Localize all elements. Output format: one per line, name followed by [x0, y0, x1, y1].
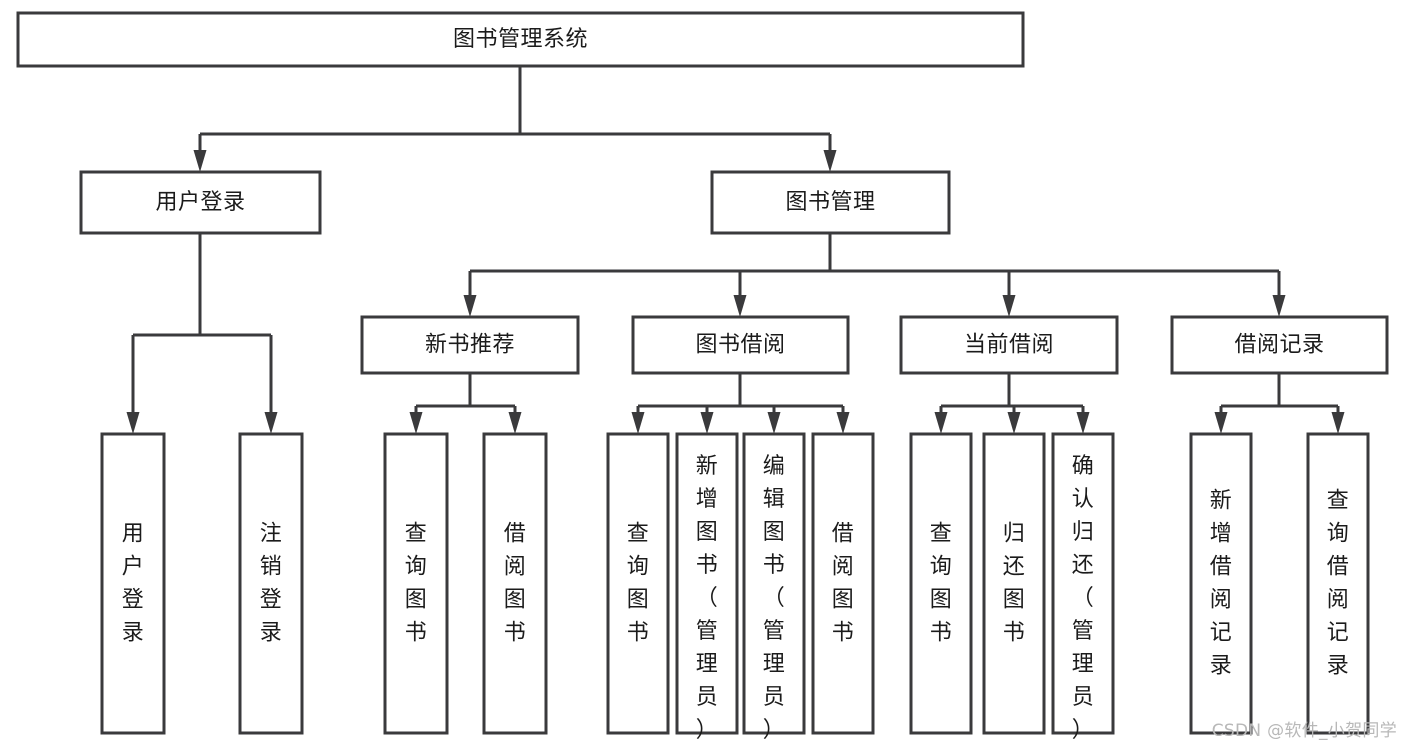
connector-bookmanage-to-level2	[463, 233, 1286, 317]
node-book-manage[interactable]: 图书管理	[710, 170, 951, 235]
node-leaf-query-book-3[interactable]: 查询图书	[909, 432, 973, 735]
node-label: 图书管理	[785, 190, 875, 215]
connector-newbookrec-to-leaves	[409, 373, 522, 434]
node-label: 借阅图书	[504, 522, 527, 646]
node-label: 图书管理系统	[453, 27, 588, 52]
node-leaf-edit-book[interactable]: 编辑图书（管理员）	[742, 432, 806, 743]
node-leaf-user-login[interactable]: 用户登录	[100, 432, 166, 735]
node-label: 确认归还（管理员）	[1072, 454, 1095, 743]
node-root[interactable]: 图书管理系统	[16, 11, 1025, 68]
connector-bookborrow-to-leaves	[631, 373, 850, 434]
node-user-login[interactable]: 用户登录	[79, 170, 322, 235]
node-current-borrow[interactable]: 当前借阅	[899, 315, 1119, 375]
node-label: 查询借阅记录	[1327, 489, 1350, 679]
node-borrow-record[interactable]: 借阅记录	[1170, 315, 1389, 375]
node-book-borrow[interactable]: 图书借阅	[631, 315, 850, 375]
nodes-layer: 图书管理系统用户登录图书管理新书推荐图书借阅当前借阅借阅记录用户登录注销登录查询…	[16, 11, 1389, 743]
node-label: 借阅记录	[1234, 333, 1324, 358]
connector-borrowrecord-to-leaves	[1214, 373, 1345, 434]
connector-root-to-level1	[193, 66, 837, 172]
node-leaf-add-book[interactable]: 新增图书（管理员）	[675, 432, 739, 743]
node-label: 归还图书	[1003, 522, 1026, 646]
node-label: 注销登录	[260, 522, 283, 646]
node-label: 图书借阅	[695, 333, 785, 358]
node-leaf-query-book-2[interactable]: 查询图书	[606, 432, 670, 735]
node-label: 新增图书（管理员）	[696, 454, 719, 743]
node-leaf-query-record[interactable]: 查询借阅记录	[1306, 432, 1370, 735]
node-label: 查询图书	[405, 522, 428, 646]
node-label: 编辑图书（管理员）	[763, 454, 786, 743]
node-label: 用户登录	[155, 190, 245, 215]
node-label: 借阅图书	[832, 522, 855, 646]
node-label: 用户登录	[122, 522, 145, 646]
connector-userlogin-to-leaves	[126, 233, 278, 434]
node-leaf-add-record[interactable]: 新增借阅记录	[1189, 432, 1253, 735]
node-new-book-rec[interactable]: 新书推荐	[360, 315, 580, 375]
node-leaf-return-book[interactable]: 归还图书	[982, 432, 1046, 735]
node-leaf-borrow-book-2[interactable]: 借阅图书	[811, 432, 875, 735]
watermark-label: CSDN @软件_小贺同学	[1211, 721, 1397, 741]
node-label: 当前借阅	[964, 333, 1054, 358]
node-leaf-logout[interactable]: 注销登录	[238, 432, 304, 735]
node-label: 新增借阅记录	[1210, 489, 1233, 679]
node-label: 查询图书	[930, 522, 953, 646]
node-leaf-borrow-book-1[interactable]: 借阅图书	[482, 432, 548, 735]
node-label: 新书推荐	[425, 333, 515, 358]
connector-currentborrow-to-leaves	[934, 373, 1090, 434]
node-label: 查询图书	[627, 522, 650, 646]
connectors-layer	[126, 66, 1345, 434]
node-leaf-query-book-1[interactable]: 查询图书	[383, 432, 449, 735]
node-leaf-confirm-return[interactable]: 确认归还（管理员）	[1051, 432, 1115, 743]
